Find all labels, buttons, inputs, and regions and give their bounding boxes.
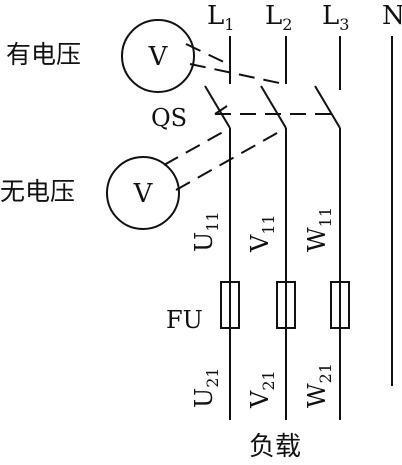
terminal-w21: W21 [303, 363, 335, 408]
voltmeter-top [121, 19, 195, 93]
meter-top-lead-1 [189, 63, 285, 85]
svg-text:W11: W11 [303, 207, 335, 252]
line-l2-label: L2 [265, 1, 292, 34]
terminal-u21: U21 [190, 367, 222, 408]
voltmeter-bottom-symbol: V [133, 179, 154, 209]
switch-blade-l2 [260, 85, 287, 129]
meter-top-lead-2 [185, 43, 229, 65]
fuse-label: FU [166, 306, 203, 334]
terminal-u11: U11 [190, 211, 222, 252]
line-n-label: N [382, 1, 402, 31]
terminal-w11: W11 [303, 207, 335, 252]
svg-text:V21: V21 [246, 370, 278, 409]
svg-text:V11: V11 [246, 214, 278, 253]
switch-blade-l1 [204, 85, 231, 129]
meter-bottom-lead-1 [163, 127, 231, 166]
terminal-v11: V11 [246, 214, 278, 253]
switch-blade-l3 [314, 85, 341, 129]
switch-label: QS [151, 104, 187, 132]
meter-top-label: 有电压 [6, 40, 81, 69]
load-label: 负载 [249, 432, 301, 462]
line-l1-label: L1 [207, 1, 234, 34]
meter-bottom-lead-2 [175, 127, 287, 191]
voltmeter-top-symbol: V [148, 42, 169, 72]
svg-text:U21: U21 [190, 367, 222, 408]
voltmeter-bottom [106, 156, 180, 230]
line-l3-label: L3 [322, 1, 349, 34]
svg-text:W21: W21 [303, 363, 335, 408]
svg-text:U11: U11 [190, 211, 222, 252]
switch-linkage-end [214, 105, 228, 115]
meter-bottom-label: 无电压 [0, 177, 75, 206]
terminal-v21: V21 [246, 370, 278, 409]
